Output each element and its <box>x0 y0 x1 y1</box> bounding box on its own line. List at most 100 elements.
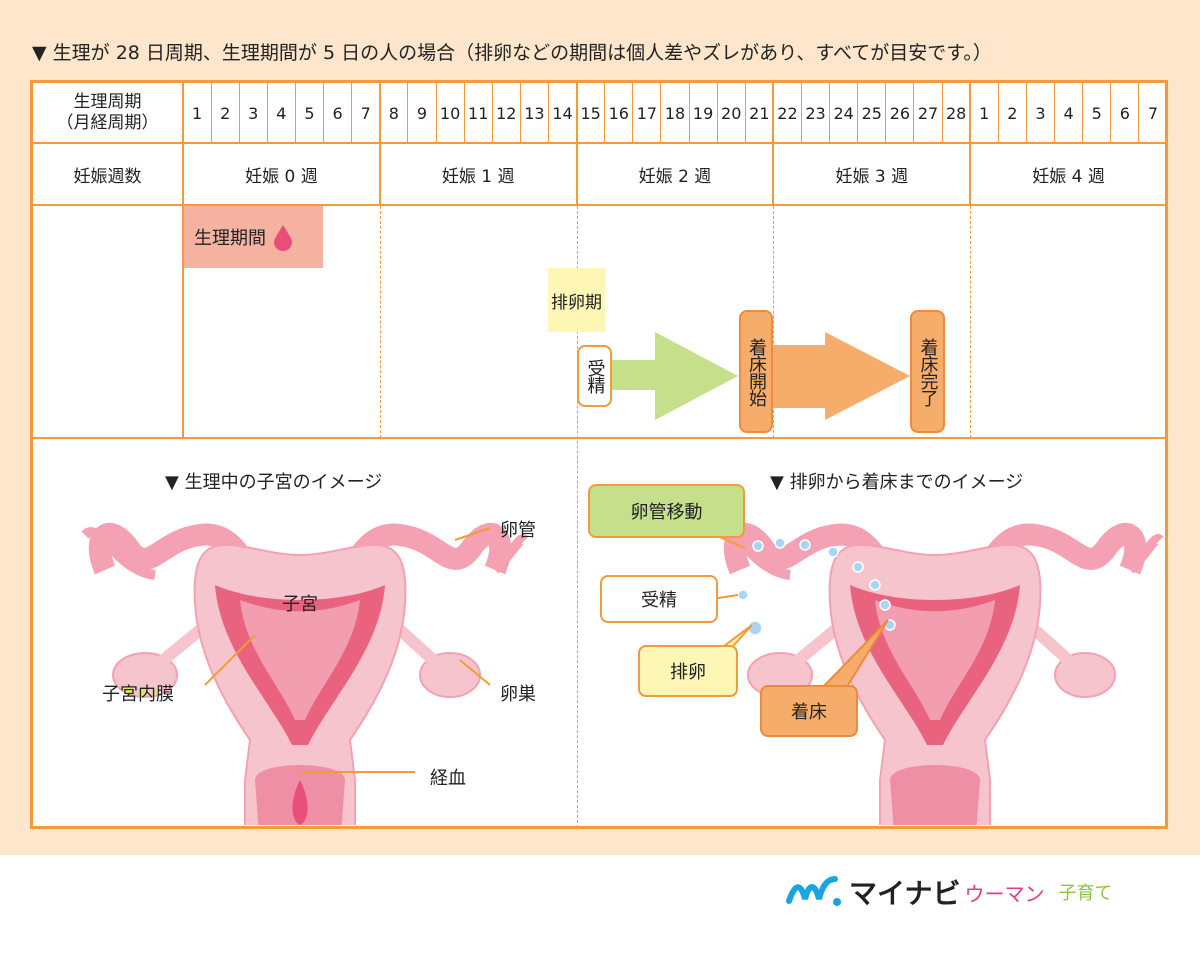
label-ovary: 卵巣 <box>500 684 536 705</box>
day-divider <box>716 80 718 143</box>
right-image-title: ▼ 排卵から着床までのイメージ <box>770 472 1024 493</box>
day-divider <box>829 80 831 143</box>
day-cell: 8 <box>388 103 399 123</box>
day-cell: 27 <box>917 103 939 123</box>
day-divider <box>435 80 437 143</box>
row-divider <box>30 437 1168 439</box>
day-cell: 2 <box>1007 103 1018 123</box>
day-divider <box>885 80 887 143</box>
day-divider <box>660 80 662 143</box>
day-divider <box>407 80 409 143</box>
day-divider <box>1082 80 1084 143</box>
uterus-illustrations <box>0 440 1200 825</box>
day-cell: 21 <box>749 103 770 123</box>
week-cell: 妊娠 4 週 <box>1032 166 1105 187</box>
green-arrow <box>608 332 738 420</box>
day-divider <box>491 80 493 143</box>
day-cell: 17 <box>636 103 658 123</box>
day-divider <box>294 80 296 143</box>
week-cell: 妊娠 1 週 <box>441 166 515 187</box>
day-cell: 6 <box>332 103 343 123</box>
cycle-sub-label: （月経周期） <box>56 112 159 133</box>
label-tube: 卵管 <box>500 520 536 541</box>
day-cell: 1 <box>979 103 990 123</box>
weeks-label: 妊娠週数 <box>73 166 142 187</box>
label-endometrium: 子宮内膜 <box>102 684 174 705</box>
day-divider <box>266 80 268 143</box>
day-cell: 6 <box>1119 103 1130 123</box>
day-cell: 13 <box>524 103 545 123</box>
day-divider <box>969 80 972 206</box>
day-cell: 28 <box>945 103 967 123</box>
day-cell: 15 <box>580 103 601 123</box>
day-divider <box>1110 80 1112 143</box>
day-cell: 9 <box>416 103 428 123</box>
logo: マイナビ ウーマン 子育て <box>785 872 1112 912</box>
ovulation-callout: 排卵 <box>638 645 738 697</box>
day-divider <box>997 80 999 143</box>
week-cell: 妊娠 2 週 <box>638 166 712 187</box>
day-cell: 11 <box>468 103 489 123</box>
label-blood: 経血 <box>430 768 466 789</box>
day-cell: 16 <box>608 103 629 123</box>
day-cell: 24 <box>833 103 854 123</box>
day-divider <box>238 80 240 143</box>
logo-section: 子育て <box>1058 883 1113 904</box>
row-divider <box>30 142 1168 144</box>
implant-done-box: 着床完了 <box>910 310 945 433</box>
day-cell: 12 <box>496 103 517 123</box>
label-uterus: 子宮 <box>282 594 318 615</box>
page-title: ▼ 生理が 28 日周期、生理期間が 5 日の人の場合（排卵などの期間は個人差や… <box>32 42 992 64</box>
day-divider <box>604 80 606 143</box>
fertilization-callout: 受精 <box>600 575 718 623</box>
day-divider <box>688 80 690 143</box>
left-image-title: ▼ 生理中の子宮のイメージ <box>165 472 383 493</box>
day-cell: 3 <box>248 103 259 123</box>
day-divider <box>519 80 521 143</box>
period-label: 生理期間 <box>194 228 266 249</box>
day-divider <box>1025 80 1027 143</box>
day-divider <box>547 80 549 143</box>
week-cell: 妊娠 0 週 <box>245 166 318 187</box>
tube-move-box: 卵管移動 <box>588 484 745 538</box>
day-cell: 18 <box>664 103 686 123</box>
logo-sub: ウーマン <box>964 881 1045 906</box>
mynavi-logo-icon <box>786 876 841 906</box>
egg-path <box>737 537 896 636</box>
day-divider <box>323 80 325 143</box>
day-divider <box>857 80 859 143</box>
implantation-callout: 着床 <box>760 685 858 737</box>
week-cell: 妊娠 3 週 <box>835 166 909 187</box>
orange-arrow <box>770 332 910 420</box>
week-dash <box>773 206 774 438</box>
implantation-uterus <box>720 532 1160 825</box>
day-cell: 22 <box>777 103 798 123</box>
day-divider <box>941 80 943 143</box>
logo-brand: マイナビ <box>849 877 961 910</box>
day-divider <box>378 80 381 206</box>
day-divider <box>575 80 578 206</box>
day-cell: 19 <box>692 103 714 123</box>
period-bar: 生理期間 <box>184 206 323 268</box>
day-divider <box>801 80 802 143</box>
day-divider <box>351 80 353 143</box>
day-cell: 5 <box>1091 103 1102 123</box>
day-cell: 1 <box>191 103 203 123</box>
day-divider <box>913 80 915 143</box>
day-cell: 10 <box>439 103 461 123</box>
cycle-label: 生理周期 <box>73 92 142 113</box>
week-dash <box>577 206 578 828</box>
week-dash <box>380 206 381 438</box>
day-divider <box>772 80 775 206</box>
ovulation-period: 排卵期 <box>548 268 605 332</box>
menstruation-uterus <box>85 532 525 825</box>
day-divider <box>463 80 465 143</box>
day-divider <box>1054 80 1056 143</box>
cycle-header: 生理周期 （月経周期） <box>33 83 182 142</box>
day-cell: 25 <box>861 103 882 123</box>
day-cell: 2 <box>220 103 231 123</box>
day-cell: 7 <box>1147 103 1159 123</box>
day-divider <box>632 80 634 143</box>
day-cell: 23 <box>805 103 826 123</box>
day-cell: 3 <box>1035 103 1046 123</box>
